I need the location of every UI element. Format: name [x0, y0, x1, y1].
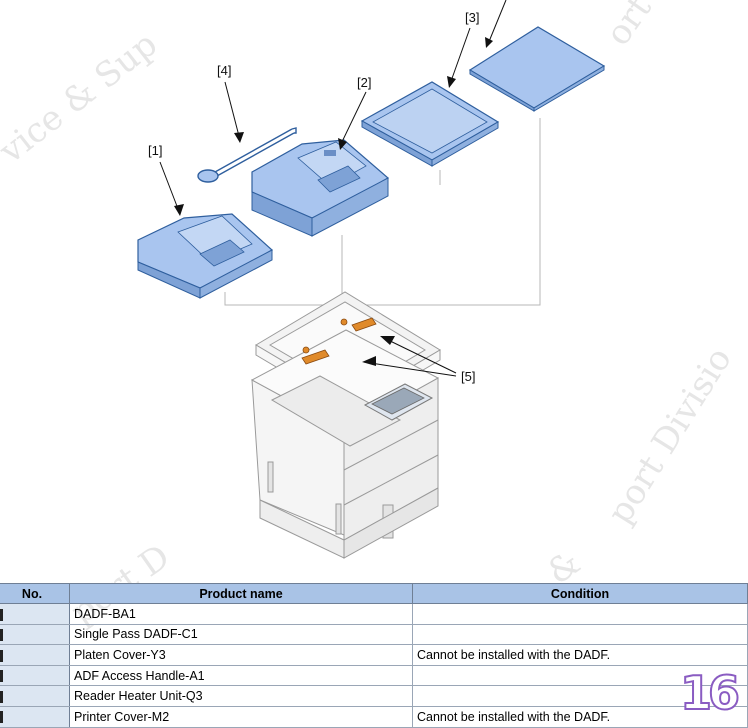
bracket-mark [0, 711, 3, 724]
bracket-mark [0, 629, 3, 642]
bracket-mark [0, 608, 3, 621]
condition-cell [412, 603, 748, 625]
product-name-cell: Printer Cover-M2 [69, 705, 413, 728]
arrow-heads [174, 37, 493, 366]
product-name-cell: ADF Access Handle-A1 [69, 664, 413, 687]
table-header-row: No. Product name Condition [0, 583, 748, 604]
bracket-mark [0, 670, 3, 683]
dadf-illustration [137, 213, 274, 299]
callout-5: [5] [461, 369, 476, 384]
table-row: DADF-BA1 [0, 603, 748, 625]
condition-cell: Cannot be installed with the DADF. [412, 705, 748, 728]
bracket-mark [0, 649, 3, 662]
printer-cover-illustration [468, 26, 606, 112]
page-number-badge: 16 [679, 666, 741, 720]
platen-cover-illustration [360, 81, 500, 167]
header-condition: Condition [412, 583, 748, 604]
options-configuration-diagram [137, 0, 606, 559]
callout-3: [3] [465, 10, 480, 25]
row-number-cell [0, 705, 70, 728]
table-row: Platen Cover-Y3 Cannot be installed with… [0, 644, 748, 666]
table-row: Single Pass DADF-C1 [0, 623, 748, 646]
row-number-cell [0, 664, 70, 687]
row-number-cell [0, 603, 70, 625]
product-table: No. Product name Condition DADF-BA1 Sing… [0, 583, 748, 728]
condition-cell [412, 623, 748, 646]
callout-2: [2] [357, 75, 372, 90]
header-no: No. [0, 583, 70, 604]
condition-cell: Cannot be installed with the DADF. [412, 644, 748, 666]
row-number-cell [0, 623, 70, 646]
leader-lines [159, 0, 507, 377]
control-panel-illustration [363, 383, 434, 421]
table-row: ADF Access Handle-A1 [0, 664, 748, 687]
product-name-cell: Platen Cover-Y3 [69, 644, 413, 666]
single-pass-dadf-illustration [251, 139, 390, 237]
product-name-cell: Single Pass DADF-C1 [69, 623, 413, 646]
adf-access-handle-illustration [197, 127, 297, 183]
callout-4: [4] [217, 63, 232, 78]
callout-1: [1] [148, 143, 163, 158]
table-row: Printer Cover-M2 Cannot be installed wit… [0, 705, 748, 728]
header-product-name: Product name [69, 583, 413, 604]
row-number-cell [0, 644, 70, 666]
reader-heater-unit-illustration [301, 317, 377, 365]
copier-body-illustration [250, 291, 441, 559]
product-name-cell: DADF-BA1 [69, 603, 413, 625]
bracket-mark [0, 690, 3, 703]
product-name-cell: Reader Heater Unit-Q3 [69, 685, 413, 707]
row-number-cell [0, 685, 70, 707]
table-row: Reader Heater Unit-Q3 [0, 685, 748, 707]
